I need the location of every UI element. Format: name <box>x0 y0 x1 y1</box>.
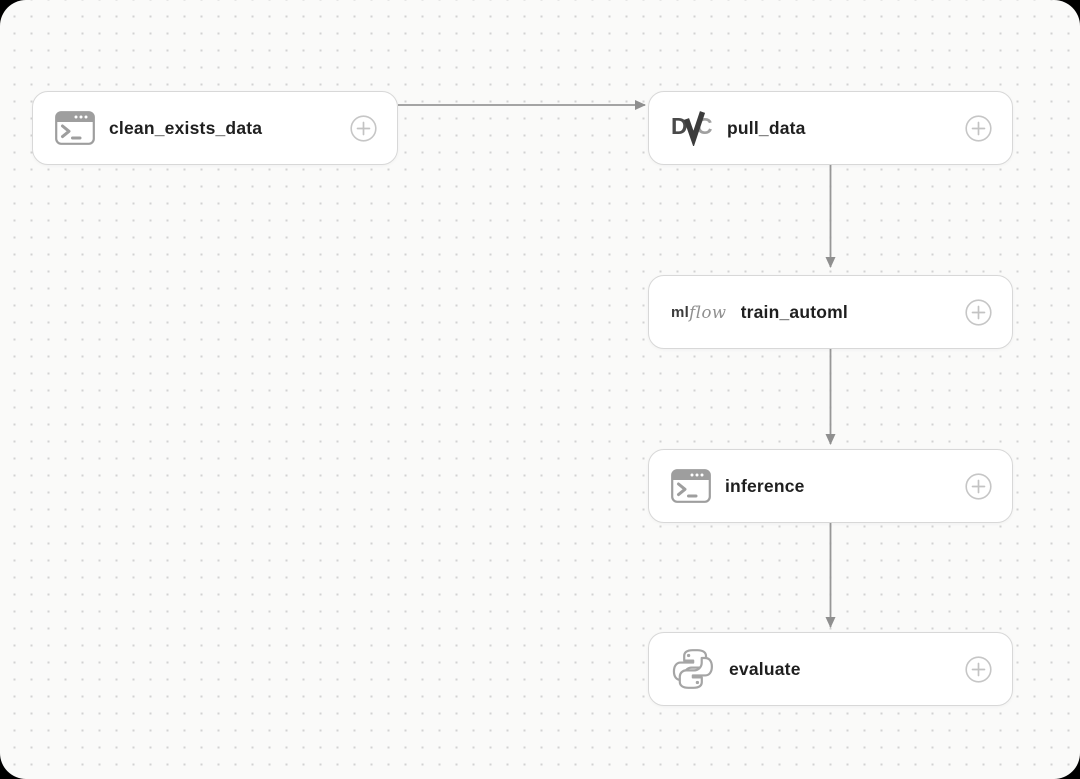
node-label: inference <box>725 475 805 496</box>
node-label: train_automl <box>740 301 848 322</box>
terminal-icon <box>55 111 95 145</box>
node-evaluate[interactable]: evaluate <box>648 632 1013 706</box>
add-step-button[interactable] <box>350 114 377 142</box>
add-step-button[interactable] <box>965 472 992 500</box>
node-label: evaluate <box>729 658 801 679</box>
python-icon <box>671 647 715 691</box>
dvc-check-v <box>683 111 706 146</box>
dvc-icon: D C <box>671 110 713 146</box>
node-label: clean_exists_data <box>109 117 263 138</box>
add-step-button[interactable] <box>965 298 992 326</box>
add-step-button[interactable] <box>965 655 992 683</box>
mlflow-flow-text: flow <box>689 302 727 322</box>
mlflow-ml-text: ml <box>671 303 690 321</box>
node-inference[interactable]: inference <box>648 449 1013 523</box>
dvc-letter-d: D <box>671 113 688 139</box>
node-pull-data[interactable]: D C pull_data <box>648 91 1013 165</box>
node-clean-exists-data[interactable]: clean_exists_data <box>32 91 398 165</box>
terminal-icon <box>671 469 711 503</box>
node-label: pull_data <box>727 117 806 138</box>
add-step-button[interactable] <box>965 114 992 142</box>
